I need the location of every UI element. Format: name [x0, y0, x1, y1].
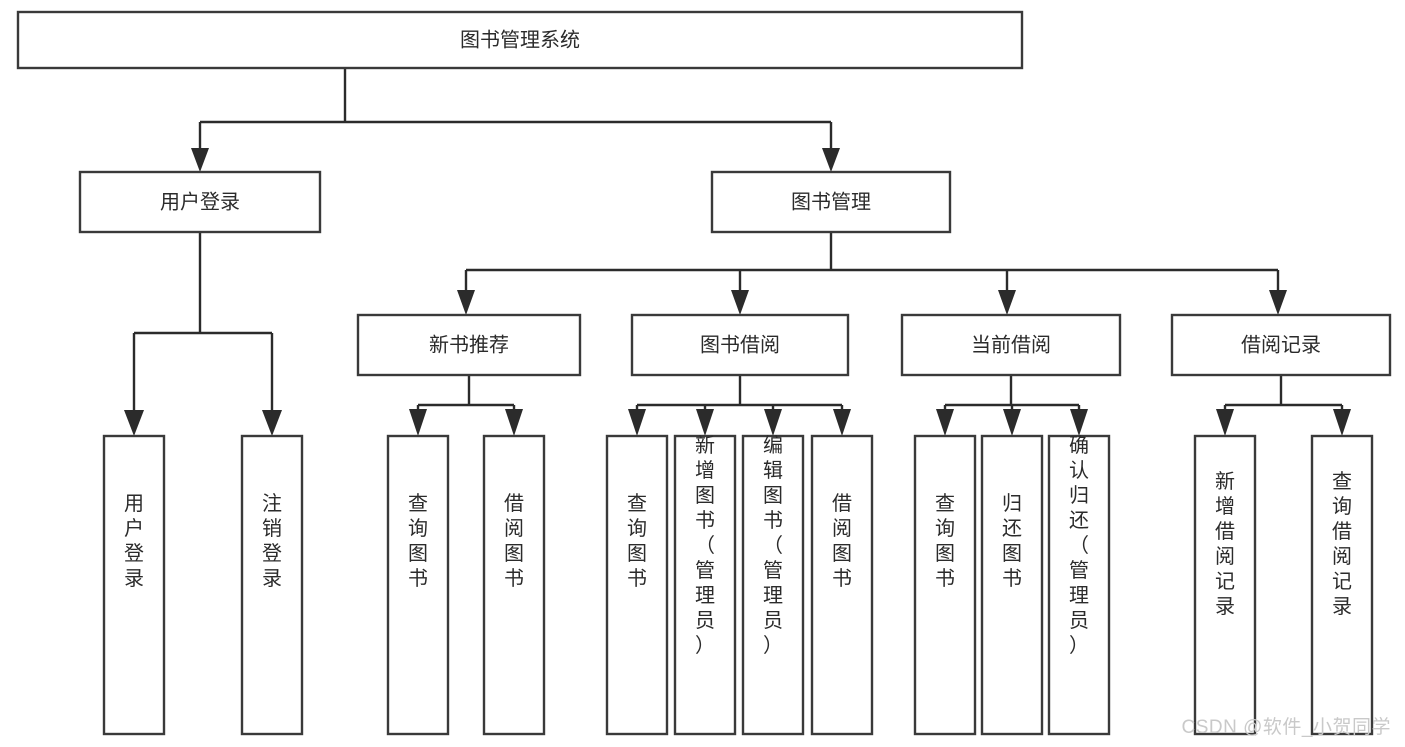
arrowhead-user-login — [191, 148, 209, 172]
leaf-logout-login-label: 注销登录 — [262, 492, 282, 590]
arrowhead-leaf-add-borrow-record — [1216, 409, 1234, 436]
leaf-add-borrow-record-label: 新增借阅记录 — [1215, 470, 1235, 618]
arrowhead-leaf-add-book-admin — [696, 409, 714, 436]
node-root-box[interactable] — [16, 10, 1024, 70]
arrowhead-leaf-query-book-1 — [409, 409, 427, 436]
node-new-book-recommend-box[interactable] — [356, 313, 582, 377]
leaf-confirm-return-admin-box[interactable] — [1047, 434, 1111, 736]
arrowhead-leaf-user-login — [124, 410, 144, 436]
leaf-logout-login-box[interactable] — [240, 434, 304, 736]
node-book-borrow-label: 图书借阅 — [700, 333, 780, 356]
arrowhead-book-borrow — [731, 290, 749, 315]
leaf-node-user-login[interactable]: 用户登录 — [102, 434, 166, 736]
leaf-user-login-box[interactable] — [102, 434, 166, 736]
leaf-node-confirm-return-admin[interactable]: 确认归还（管理员） — [1047, 434, 1111, 736]
arrowhead-leaf-return-book — [1003, 409, 1021, 436]
leaf-add-borrow-record-box[interactable] — [1193, 434, 1257, 736]
leaf-query-book-1-label: 查询图书 — [408, 492, 428, 590]
leaf-edit-book-admin-label: 编辑图书（管理员） — [763, 434, 783, 657]
arrowhead-leaf-edit-book-admin — [764, 409, 782, 436]
node-current-borrow-box[interactable] — [900, 313, 1122, 377]
node-book-borrow[interactable]: 图书借阅 — [630, 313, 850, 377]
leaf-return-book-box[interactable] — [980, 434, 1044, 736]
leaf-borrow-book-2-label: 借阅图书 — [832, 492, 852, 590]
node-root[interactable]: 图书管理系统 — [16, 10, 1024, 70]
leaf-node-edit-book-admin[interactable]: 编辑图书（管理员） — [741, 434, 805, 736]
leaf-borrow-book-1-label: 借阅图书 — [504, 492, 524, 590]
node-root-label: 图书管理系统 — [460, 28, 580, 51]
node-current-borrow[interactable]: 当前借阅 — [900, 313, 1122, 377]
arrowhead-leaf-logout-login — [262, 410, 282, 436]
node-new-book-recommend-label: 新书推荐 — [429, 333, 509, 356]
connector-lines — [124, 68, 1351, 436]
leaf-node-query-borrow-record[interactable]: 查询借阅记录 — [1310, 434, 1374, 736]
leaf-confirm-return-admin-label: 确认归还（管理员） — [1069, 434, 1089, 657]
leaf-node-add-book-admin[interactable]: 新增图书（管理员） — [673, 434, 737, 736]
leaf-add-book-admin-box[interactable] — [673, 434, 737, 736]
node-user-login-box[interactable] — [78, 170, 322, 234]
arrowhead-new-book-recommend — [457, 290, 475, 315]
leaf-query-borrow-record-box[interactable] — [1310, 434, 1374, 736]
leaf-query-book-1-box[interactable] — [386, 434, 450, 736]
leaf-user-login-label: 用户登录 — [124, 493, 144, 590]
leaf-node-add-borrow-record[interactable]: 新增借阅记录 — [1193, 434, 1257, 736]
leaf-edit-book-admin-box[interactable] — [741, 434, 805, 736]
leaf-query-book-3-label: 查询图书 — [935, 492, 955, 590]
node-borrow-record-box[interactable] — [1170, 313, 1392, 377]
arrowhead-current-borrow — [998, 290, 1016, 315]
leaf-borrow-book-2-box[interactable] — [810, 434, 874, 736]
leaf-node-borrow-book-1[interactable]: 借阅图书 — [482, 434, 546, 736]
arrowhead-leaf-borrow-book-2 — [833, 409, 851, 436]
node-new-book-recommend[interactable]: 新书推荐 — [356, 313, 582, 377]
arrowhead-leaf-query-borrow-record — [1333, 409, 1351, 436]
node-book-manage[interactable]: 图书管理 — [710, 170, 952, 234]
leaf-node-query-book-1[interactable]: 查询图书 — [386, 434, 450, 736]
leaf-node-return-book[interactable]: 归还图书 — [980, 434, 1044, 736]
node-user-login[interactable]: 用户登录 — [78, 170, 322, 234]
leaf-add-book-admin-label: 新增图书（管理员） — [695, 434, 715, 657]
leaf-query-book-2-label: 查询图书 — [627, 492, 647, 590]
node-book-manage-label: 图书管理 — [791, 190, 871, 213]
leaf-node-borrow-book-2[interactable]: 借阅图书 — [810, 434, 874, 736]
node-current-borrow-label: 当前借阅 — [971, 333, 1051, 356]
node-borrow-record-label: 借阅记录 — [1241, 333, 1321, 356]
node-book-manage-box[interactable] — [710, 170, 952, 234]
leaf-node-query-book-2[interactable]: 查询图书 — [605, 434, 669, 736]
node-user-login-label: 用户登录 — [160, 190, 240, 213]
arrowhead-leaf-query-book-3 — [936, 409, 954, 436]
leaf-query-book-3-box[interactable] — [913, 434, 977, 736]
node-borrow-record[interactable]: 借阅记录 — [1170, 313, 1392, 377]
leaf-node-query-book-3[interactable]: 查询图书 — [913, 434, 977, 736]
arrowhead-leaf-confirm-return-admin — [1070, 409, 1088, 436]
leaf-borrow-book-1-box[interactable] — [482, 434, 546, 736]
leaf-query-book-2-box[interactable] — [605, 434, 669, 736]
arrowhead-book-manage — [822, 148, 840, 172]
leaf-query-borrow-record-label: 查询借阅记录 — [1332, 470, 1352, 618]
arrowhead-leaf-borrow-book-1 — [505, 409, 523, 436]
node-book-borrow-box[interactable] — [630, 313, 850, 377]
leaf-node-logout-login[interactable]: 注销登录 — [240, 434, 304, 736]
arrowhead-leaf-query-book-2 — [628, 409, 646, 436]
leaf-return-book-label: 归还图书 — [1002, 492, 1022, 590]
arrowhead-borrow-record — [1269, 290, 1287, 315]
